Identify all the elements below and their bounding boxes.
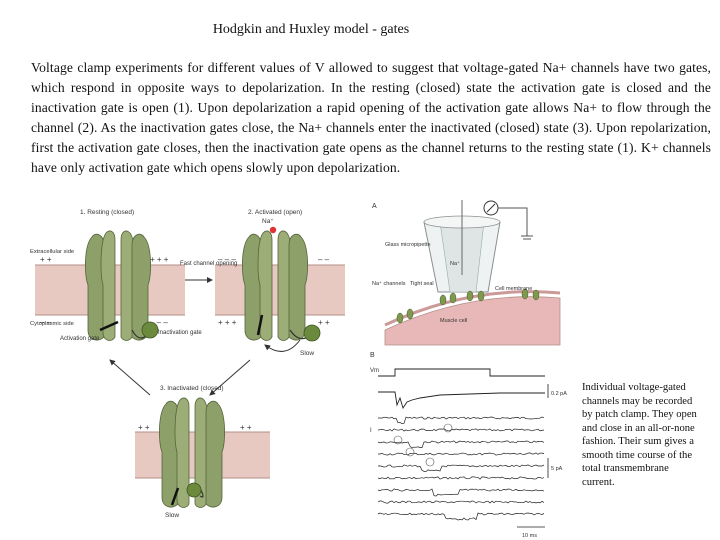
voltage-step-trace [378,368,545,377]
single-channel-trace [378,452,545,456]
svg-text:+ +: + + [318,318,330,327]
single-channel-traces [377,416,545,521]
svg-text:5 pA: 5 pA [551,466,563,472]
single-channel-trace [378,416,545,424]
description-paragraph: Voltage clamp experiments for different … [31,60,711,175]
svg-text:10 ms: 10 ms [522,533,537,539]
svg-text:+ +: + + [240,423,252,432]
svg-text:Tight seal: Tight seal [410,281,434,287]
patch-clamp-panel-a: A Glass micropipette Na⁺ channels Tight … [372,200,561,346]
svg-text:– – –: – – – [150,318,168,327]
svg-text:B: B [370,352,375,359]
activation-gate-open [256,314,264,336]
inactivation-gate-ball-3 [186,482,202,498]
svg-text:A: A [372,203,377,210]
patch-clamp-panel-b: B Vm I 0.2 pA 5 pA 10 ms [370,352,567,539]
activation-gate-label: Activation gate [60,336,100,342]
inactivation-gate-ball-1 [141,321,159,339]
na-ion [269,226,277,234]
extracellular-label: Extracellular side [30,249,74,255]
svg-text:+ +: + + [40,255,52,264]
svg-text:– – –: – – – [218,255,236,264]
svg-text:Cell membrane: Cell membrane [495,286,532,292]
single-channel-trace [377,428,545,432]
activation-gate-closed [99,320,119,332]
page-title: Hodgkin and Huxley model - gates [212,22,410,37]
arrow-to-resting [109,359,151,396]
single-channel-trace [377,500,545,504]
state-activated-label: 2. Activated (open) [248,209,302,216]
single-channel-trace [377,476,545,480]
state-resting-label: 1. Resting (closed) [80,209,134,216]
svg-text:+ + +: + + + [218,318,237,327]
gate-diagram: + + + + + – – – – – – – – – – + + + + + … [30,209,345,519]
svg-text:+ + +: + + + [150,255,169,264]
svg-text:– –: – – [318,255,330,264]
cytoplasmic-label: Cytoplasmic side [30,321,74,327]
fast-opening-label: Fast channel opening [180,261,237,267]
svg-text:Na⁺: Na⁺ [450,260,460,267]
svg-text:Glass micropipette: Glass micropipette [385,242,431,248]
average-current-trace [378,391,545,410]
svg-text:Na⁺ channels: Na⁺ channels [372,280,406,287]
arrow-to-inactivated [209,359,251,396]
svg-text:Muscle cell: Muscle cell [440,318,467,324]
svg-text:I: I [370,428,372,434]
svg-text:+ +: + + [138,423,150,432]
patch-clamp-caption: Individual voltage-gated channels may be… [582,382,697,488]
slow-label-bottom: Slow [165,512,179,519]
slow-label-right: Slow [300,350,314,357]
single-channel-trace [377,512,545,521]
single-channel-trace [377,440,545,449]
inactivation-gate-ball-2 [303,324,321,342]
svg-text:0.2 pA: 0.2 pA [551,391,567,397]
single-channel-trace [377,488,545,497]
state-inactivated-label: 3. Inactivated (closed) [160,385,224,392]
inactivation-gate-label: Inactivation gate [158,330,202,336]
svg-text:Vm: Vm [370,368,379,374]
svg-text:Na⁺: Na⁺ [262,218,274,225]
svg-text:– –: – – [40,318,52,327]
single-channel-trace [377,464,545,472]
